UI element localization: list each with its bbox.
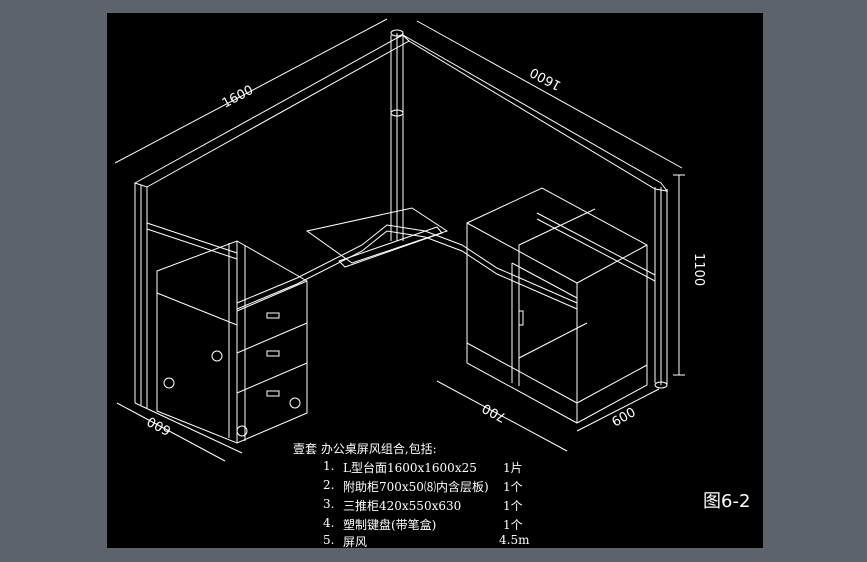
dim-right-length: 700 <box>480 400 509 425</box>
back-right-screen-panel <box>402 34 669 389</box>
dim-back-right-width: 1600 <box>528 64 564 93</box>
parts-list-item-name: L型台面1600x1600x25 <box>343 461 477 475</box>
figure-label: 图6-2 <box>703 491 751 512</box>
parts-list-item-index: 2. <box>323 478 335 492</box>
parts-list-item-name: 屏风 <box>343 535 368 549</box>
dim-screen-height: 1100 <box>691 253 706 286</box>
parts-list-item-index: 5. <box>323 533 335 547</box>
cad-drawing-canvas: 1600 1600 1100 600 700 600 壹套 办公桌屏风组合,包括… <box>107 13 763 549</box>
parts-list-heading: 壹套 办公桌屏风组合,包括: <box>293 442 437 456</box>
drawer-pedestal <box>156 240 308 444</box>
parts-list-item-qty: 1个 <box>503 499 523 513</box>
parts-list-item-index: 3. <box>323 497 335 511</box>
side-cabinet <box>466 187 648 424</box>
parts-list-item-name: 塑制键盘(带笔盒) <box>343 518 437 532</box>
back-left-screen-panel <box>133 34 410 454</box>
parts-list-item-qty: 1个 <box>503 518 523 532</box>
parts-list-item-index: 1. <box>323 459 335 473</box>
parts-list-item-name: 附助柜700x50⑻内含层板) <box>343 480 489 494</box>
parts-list-item-name: 三推柜420x550x630 <box>343 499 462 513</box>
dim-back-left-width: 1600 <box>220 83 256 112</box>
parts-list-item-qty: 1片 <box>503 461 523 475</box>
corner-post <box>390 29 404 241</box>
parts-list-item-qty: 4.5m <box>499 533 530 547</box>
dimension-lines <box>114 18 685 462</box>
parts-list-item-index: 4. <box>323 516 335 530</box>
dim-right-depth: 600 <box>610 405 639 430</box>
office-desk-isometric-drawing: 1600 1600 1100 600 700 600 <box>114 18 706 462</box>
l-desktop <box>236 207 578 310</box>
parts-list-item-qty: 1个 <box>503 480 523 494</box>
